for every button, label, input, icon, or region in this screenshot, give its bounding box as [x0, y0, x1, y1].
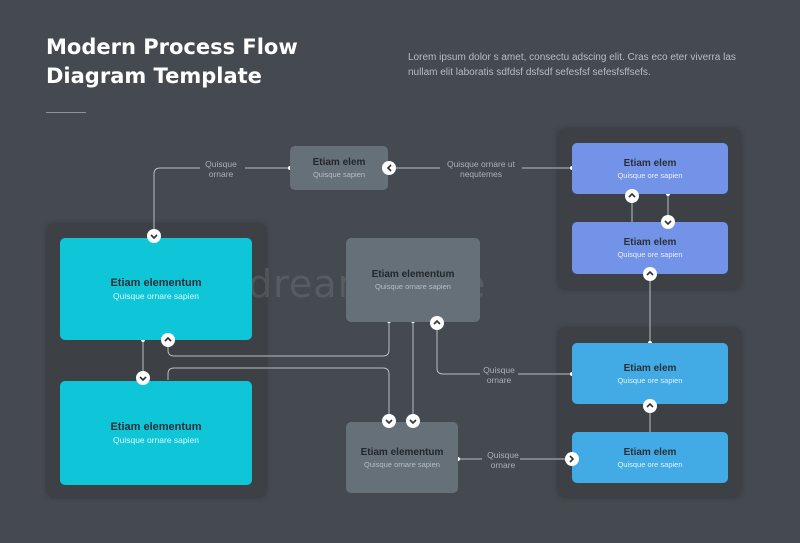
- node-subtitle: Quisque ore sapien: [617, 250, 683, 259]
- page-title: Modern Process Flow Diagram Template: [46, 35, 298, 88]
- node-subtitle: Quisque ore sapien: [617, 459, 683, 469]
- node-title: Etiam elem: [623, 362, 677, 374]
- chevron-left-icon: [382, 161, 396, 175]
- node-title: Etiam elementum: [371, 269, 455, 280]
- chevron-down-icon: [136, 371, 150, 385]
- chevron-right-icon: [565, 452, 579, 466]
- edge-label-top-right: Quisque ornare ut nequtemes: [446, 159, 516, 179]
- node-right-top-1: Etiam elem Quisque ore sapien: [572, 143, 728, 194]
- title-divider: [46, 112, 86, 113]
- node-subtitle: Quisque sapien: [312, 170, 366, 179]
- node-top-small: Etiam elem Quisque sapien: [290, 146, 388, 190]
- node-center: Etiam elementum Quisque ornare sapien: [346, 238, 480, 322]
- node-title: Etiam elem: [623, 237, 677, 248]
- node-right-bottom-2: Etiam elem Quisque ore sapien: [572, 432, 728, 483]
- chevron-up-icon: [625, 189, 639, 203]
- node-bottom-center: Etiam elementum Quisque ornare sapien: [346, 422, 458, 493]
- node-left-bottom: Etiam elementum Quisque ornare sapien: [60, 381, 252, 485]
- edge-label-bottom-right: Quisque ornare: [487, 450, 519, 470]
- chevron-up-icon: [430, 316, 444, 330]
- chevron-down-icon: [147, 229, 161, 243]
- node-right-bottom-1: Etiam elem Quisque ore sapien: [572, 343, 728, 404]
- chevron-down-icon: [661, 215, 675, 229]
- chevron-up-icon: [643, 399, 657, 413]
- chevron-up-icon: [643, 267, 657, 281]
- node-subtitle: Quisque ore sapien: [617, 170, 683, 180]
- node-subtitle: Quisque ornare sapien: [375, 282, 451, 291]
- node-title: Etiam elementum: [360, 446, 444, 458]
- node-title: Etiam elem: [312, 157, 366, 168]
- edge-label-mid-right: Quisque ornare: [483, 365, 515, 385]
- node-subtitle: Quisque ore sapien: [617, 375, 683, 385]
- node-title: Etiam elem: [623, 157, 677, 169]
- edge-label-top-left: Quisque ornare: [205, 159, 237, 179]
- description: Lorem ipsum dolor s amet, consectu adsci…: [408, 52, 736, 78]
- node-title: Etiam elementum: [110, 421, 202, 433]
- node-subtitle: Quisque ornare sapien: [364, 459, 440, 469]
- chevron-down-icon: [406, 414, 420, 428]
- node-title: Etiam elem: [623, 446, 677, 458]
- node-subtitle: Quisque ornare sapien: [112, 291, 199, 301]
- node-subtitle: Quisque ornare sapien: [112, 435, 199, 445]
- chevron-up-icon: [161, 333, 175, 347]
- chevron-down-icon: [382, 414, 396, 428]
- node-right-top-2: Etiam elem Quisque ore sapien: [572, 222, 728, 274]
- node-title: Etiam elementum: [110, 277, 202, 289]
- node-left-top: Etiam elementum Quisque ornare sapien: [60, 238, 252, 340]
